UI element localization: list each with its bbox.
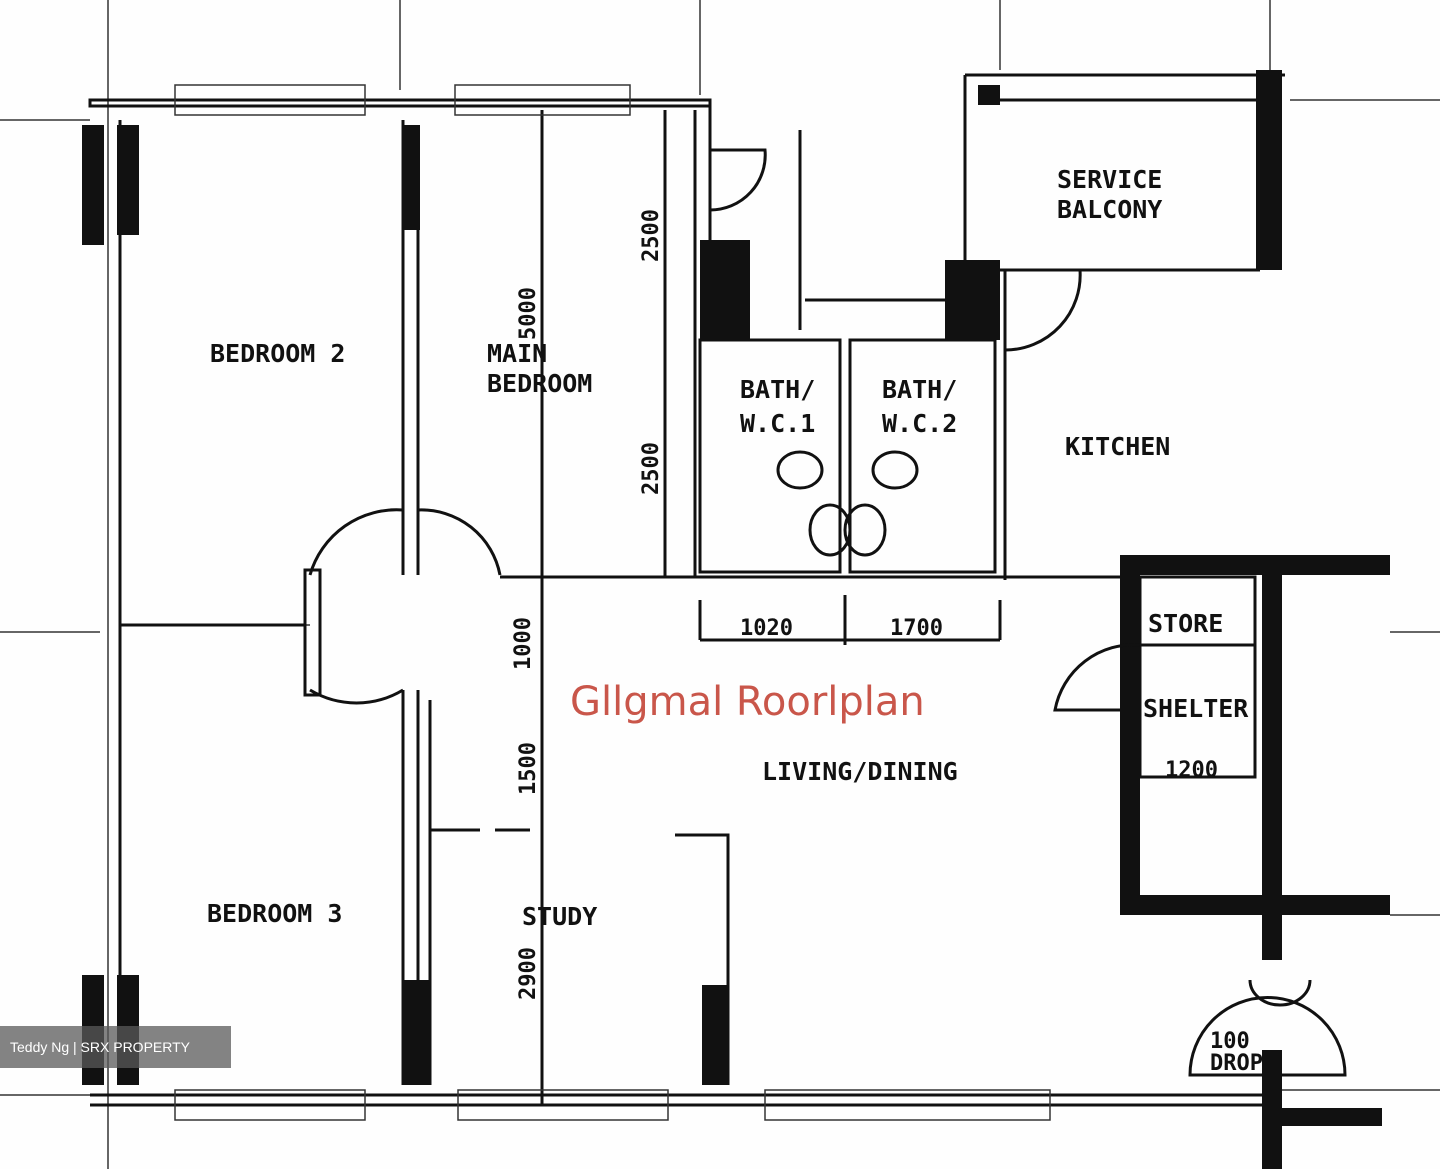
dim-1000: 1000 xyxy=(511,617,536,670)
dim-1200: 1200 xyxy=(1165,758,1218,783)
label-bath-2: BATH/ xyxy=(882,375,957,404)
dim-2900: 2900 xyxy=(516,947,541,1000)
label-main-bedroom-2: BEDROOM xyxy=(487,369,592,398)
label-service-balcony: SERVICE xyxy=(1057,165,1162,194)
label-main-bedroom: MAIN xyxy=(487,339,547,368)
watermark-text: Gllgmal Roorlplan xyxy=(570,679,925,725)
label-bath-2b: W.C.2 xyxy=(882,409,957,438)
label-study: STUDY xyxy=(522,902,597,931)
dim-2500-top: 2500 xyxy=(639,209,664,262)
photo-credit: Teddy Ng | SRX PROPERTY xyxy=(0,1026,231,1068)
doors xyxy=(303,148,1347,1077)
label-bath-1: BATH/ xyxy=(740,375,815,404)
label-service-balcony-2: BALCONY xyxy=(1057,195,1162,224)
label-kitchen: KITCHEN xyxy=(1065,432,1170,461)
label-store: STORE xyxy=(1148,609,1223,638)
dim-1020: 1020 xyxy=(740,616,793,641)
label-bedroom-3: BEDROOM 3 xyxy=(207,899,342,928)
label-living-dining: LIVING/DINING xyxy=(762,757,958,786)
label-shelter: SHELTER xyxy=(1143,694,1249,723)
label-bedroom-2: BEDROOM 2 xyxy=(210,339,345,368)
dim-2500-bottom: 2500 xyxy=(639,442,664,495)
label-bath-1b: W.C.1 xyxy=(740,409,815,438)
windows xyxy=(174,84,1051,1121)
walls xyxy=(88,73,1285,1107)
dim-5000: 5000 xyxy=(516,287,541,340)
dim-1700: 1700 xyxy=(890,616,943,641)
dim-drop: DROP xyxy=(1210,1051,1263,1076)
dim-100: 100 xyxy=(1210,1029,1250,1054)
dim-1500: 1500 xyxy=(516,742,541,795)
